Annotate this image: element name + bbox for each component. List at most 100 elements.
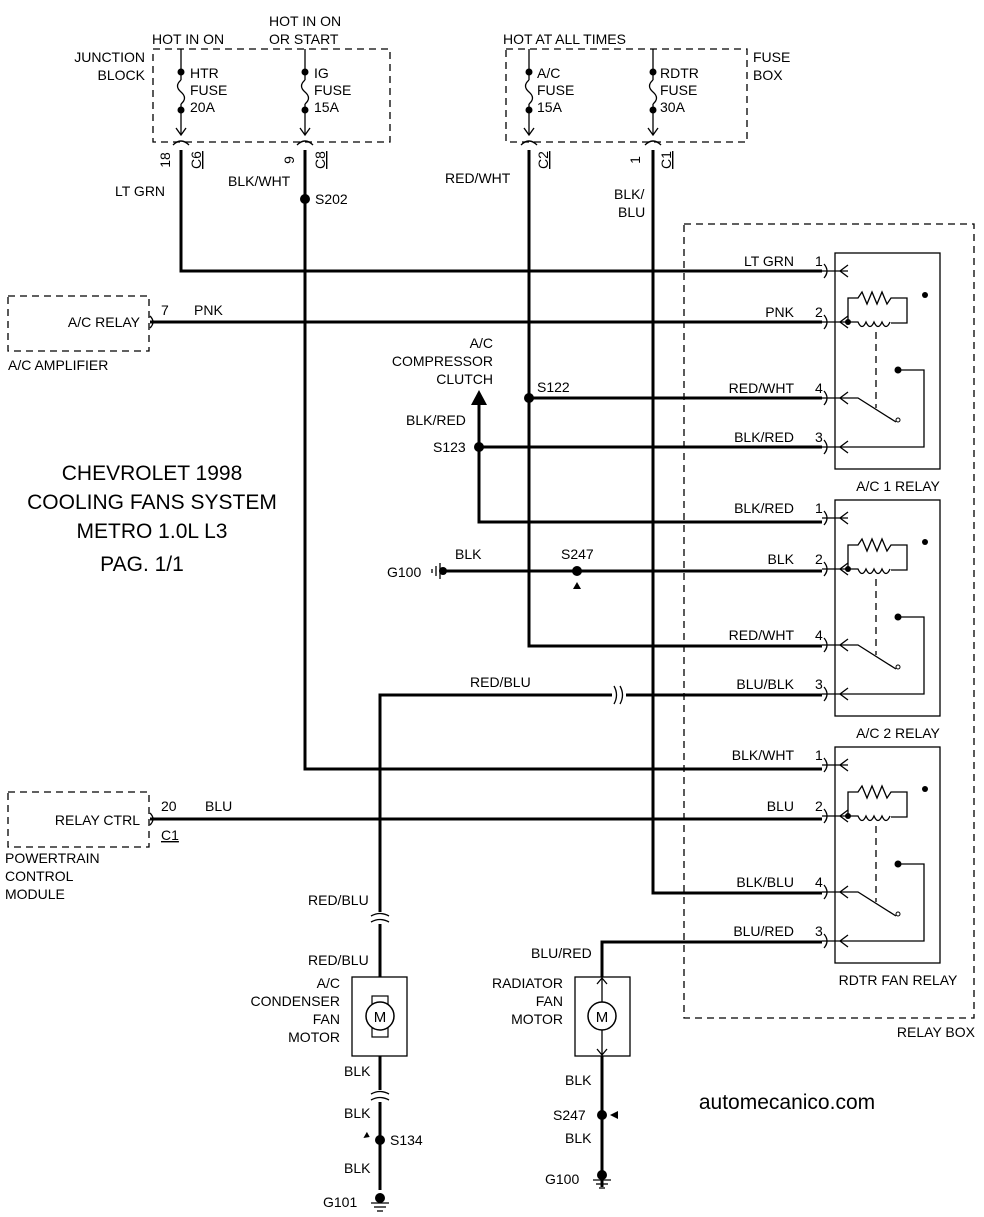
radiator-motor-symbol: M [596,1009,609,1026]
blk-label-3: BLK [344,1160,371,1176]
ig-fuse-l3: 15A [314,99,340,115]
connector-labels: 18 C6 9 C8 C2 1 C1 [157,151,674,169]
blk-ground-label: BLK [455,546,482,562]
s247-label: S247 [561,546,594,562]
radiator-l1: RADIATOR [492,975,563,991]
s122-label: S122 [537,379,570,395]
title-line-3: METRO 1.0L L3 [77,520,228,543]
condenser-l4: MOTOR [288,1029,340,1045]
ground-g100-upper: G100 [387,563,447,580]
wires [150,150,822,1190]
htr-fuse-l2: FUSE [190,82,227,98]
red-blu-label-mid: RED/BLU [308,892,369,908]
junction-block: JUNCTION BLOCK HOT IN ON HOT IN ON OR ST… [74,13,391,143]
s123-label: S123 [433,439,466,455]
connector-c1: C1 [658,151,674,169]
ac-fuse-l2: FUSE [537,82,574,98]
ground-g101: G101 [323,1193,389,1212]
rdtr-fuse-l2: FUSE [660,82,697,98]
fuse-group [172,49,662,146]
blu-red-label-motor: BLU/RED [531,945,592,961]
relay-pin-number: 3 [815,429,823,445]
rdtr-fuse-l3: 30A [660,99,686,115]
relay-name: A/C 1 RELAY [856,478,940,494]
fuse-box-label-1: FUSE [753,49,790,65]
relay-pin-wire: BLK/BLU [736,874,794,890]
relay-ctrl-terminal: RELAY CTRL [55,812,140,828]
relay-pin-number: 2 [815,798,823,814]
junction-label-1: JUNCTION [74,49,145,65]
title-line-4: PAG. 1/1 [100,553,184,576]
watermark: automecanico.com [699,1091,875,1114]
inline-connectors [370,685,626,1102]
pin-9: 9 [281,156,297,164]
ig-fuse-l1: IG [314,65,329,81]
fuse-symbol-icon [172,49,190,146]
relay-pin-number: 4 [815,380,823,396]
blk-blu-label-2: BLU [618,204,645,220]
splice-s247 [572,566,582,576]
fuse-box: FUSE BOX HOT AT ALL TIMES [503,31,790,143]
pcm-label-1: POWERTRAIN [5,850,100,866]
fuse-symbol-icon [296,49,314,146]
relay-pin-number: 4 [815,627,823,643]
radiator-motor-icon [587,1001,617,1031]
relay-pin-wire: BLK/RED [734,500,794,516]
hot-start-label-2: OR START [269,31,339,47]
s202-label: S202 [315,191,348,207]
ig-fuse: IG FUSE 15A [314,65,351,115]
rdtr-fuse: RDTR FUSE 30A [660,65,699,115]
junction-label-2: BLOCK [98,67,146,83]
relay-pin-number: 2 [815,304,823,320]
relay-pin-number: 1 [815,500,823,516]
relay-pin-number: 4 [815,874,823,890]
relay-pin-wire: PNK [765,304,794,320]
blk-wht-label: BLK/WHT [228,173,291,189]
title-line-1: CHEVROLET 1998 [62,462,243,485]
pin-20: 20 [161,798,177,814]
pin-1: 1 [627,156,643,164]
blk-blu-label-1: BLK/ [614,186,644,202]
splice-s247-radiator [597,1110,607,1120]
pcm-label-2: CONTROL [5,868,74,884]
diagram-title: CHEVROLET 1998 COOLING FANS SYSTEM METRO… [27,462,277,576]
connector-c8: C8 [312,151,328,169]
compressor-l3: CLUTCH [436,371,493,387]
title-line-2: COOLING FANS SYSTEM [27,491,277,514]
ac-compressor-clutch: A/C COMPRESSOR CLUTCH [392,335,493,405]
relay-pin-number: 1 [815,747,823,763]
blk-label-4: BLK [565,1072,592,1088]
pnk-wire-label: PNK [194,302,223,318]
hot-all-times-label: HOT AT ALL TIMES [503,31,626,47]
hot-start-label-1: HOT IN ON [269,13,341,29]
relay-pin-wire: BLU [767,798,794,814]
relay-pin-wire: BLU/BLK [736,676,794,692]
relay-pin-wire: BLK/WHT [732,747,795,763]
relay-pin-wire: RED/WHT [729,627,795,643]
htr-fuse-l1: HTR [190,65,219,81]
connector-c1-pcm: C1 [161,827,179,843]
relay-name: RDTR FAN RELAY [839,972,958,988]
compressor-l1: A/C [470,335,493,351]
red-blu-label-motor: RED/BLU [308,952,369,968]
ac-amplifier-label: A/C AMPLIFIER [8,357,108,373]
splice-s123 [474,442,484,452]
relay-pin-wire: RED/WHT [729,380,795,396]
blu-wire-label: BLU [205,798,232,814]
relay-pin-number: 3 [815,923,823,939]
blk-label-2: BLK [344,1105,371,1121]
radiator-l2: FAN [536,993,563,1009]
fuse-symbol-icon [644,49,662,146]
blk-red-label: BLK/RED [406,412,466,428]
red-blu-label-top: RED/BLU [470,674,531,690]
splice-s122 [524,393,534,403]
condenser-motor-icon [365,1001,395,1031]
blk-label-1: BLK [344,1063,371,1079]
radiator-fan-motor: M RADIATOR FAN MOTOR [492,975,631,1057]
splices: S202 S122 S123 S247 S134 S247 [300,191,618,1148]
ac-relay-terminal: A/C RELAY [68,314,141,330]
